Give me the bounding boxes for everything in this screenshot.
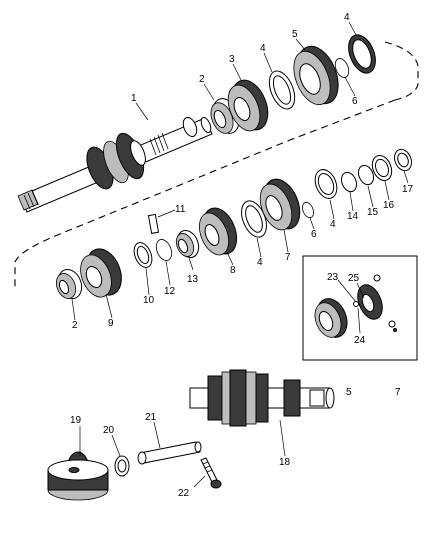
needle-bearing-part-13 <box>175 229 200 259</box>
snap-ring-part-6-a <box>334 58 350 78</box>
callout-11: 11 <box>175 204 186 215</box>
synchro-ring-part-4-a <box>268 70 296 110</box>
callout-9: 9 <box>108 318 114 329</box>
callout-5: 5 <box>346 387 352 398</box>
inset-sleeve <box>314 298 348 338</box>
washer-part-10 <box>133 242 153 268</box>
callout-24: 24 <box>354 335 366 346</box>
callout-19: 19 <box>70 415 82 426</box>
split-ring-part-12 <box>155 239 173 261</box>
needle-bearing-part-2-lower <box>55 268 83 300</box>
washer-part-20 <box>114 455 130 477</box>
key-part-11 <box>147 213 160 234</box>
synchro-ring-part-4-b <box>348 34 376 74</box>
detail-inset-box <box>302 255 418 361</box>
idler-shaft-part-21 <box>137 441 202 465</box>
callout-22: 22 <box>178 488 190 499</box>
shaft-splines <box>23 132 169 210</box>
callout-17: 17 <box>402 184 414 195</box>
inset-hub <box>357 284 383 320</box>
callout-7: 7 <box>395 387 401 398</box>
callout-2: 2 <box>199 74 205 85</box>
ring-part-4-d <box>241 200 267 238</box>
callout-4: 4 <box>260 43 266 54</box>
callout-3: 3 <box>229 54 235 65</box>
synchronizer-part-5 <box>293 45 339 106</box>
callout-20: 20 <box>103 425 115 436</box>
callout-1: 1 <box>131 93 137 104</box>
callout-7: 7 <box>285 252 291 263</box>
callout-21: 21 <box>145 412 157 423</box>
gear-part-3 <box>227 79 269 132</box>
callout-10: 10 <box>143 295 155 306</box>
integral-gear-cluster <box>86 132 146 190</box>
countershaft-part-18 <box>189 369 335 427</box>
callout-12: 12 <box>164 286 176 297</box>
callout-6: 6 <box>311 229 317 240</box>
callout-4: 4 <box>330 219 336 230</box>
callout-4: 4 <box>344 12 350 23</box>
ring-part-14 <box>341 171 357 193</box>
leader-lines <box>71 21 409 488</box>
snap-ring-part-6-b <box>302 201 314 219</box>
ring-part-16 <box>371 154 393 182</box>
main-shaft-part-1 <box>17 116 213 213</box>
callout-labels: 1 2 3 4 5 4 6 17 16 15 14 4 6 7 4 8 11 1… <box>70 12 414 499</box>
callout-13: 13 <box>187 274 199 285</box>
callout-23: 23 <box>327 272 339 283</box>
callout-4: 4 <box>257 257 263 268</box>
callout-25: 25 <box>348 273 360 284</box>
callout-2: 2 <box>72 320 78 331</box>
ring-part-4-c <box>314 169 338 199</box>
assembly-guide-lines <box>14 41 419 290</box>
callout-18: 18 <box>279 457 291 468</box>
callout-14: 14 <box>347 211 359 222</box>
ring-part-17 <box>394 148 412 172</box>
gear-part-8 <box>198 207 238 256</box>
idler-gear-part-19 <box>47 451 109 501</box>
callout-8: 8 <box>230 265 236 276</box>
callout-16: 16 <box>383 200 395 211</box>
gear-part-9 <box>80 248 122 298</box>
callout-6: 6 <box>352 96 358 107</box>
callout-5: 5 <box>292 29 298 40</box>
callout-15: 15 <box>367 207 379 218</box>
ring-part-15 <box>358 164 374 186</box>
bolt-part-22 <box>200 457 222 489</box>
